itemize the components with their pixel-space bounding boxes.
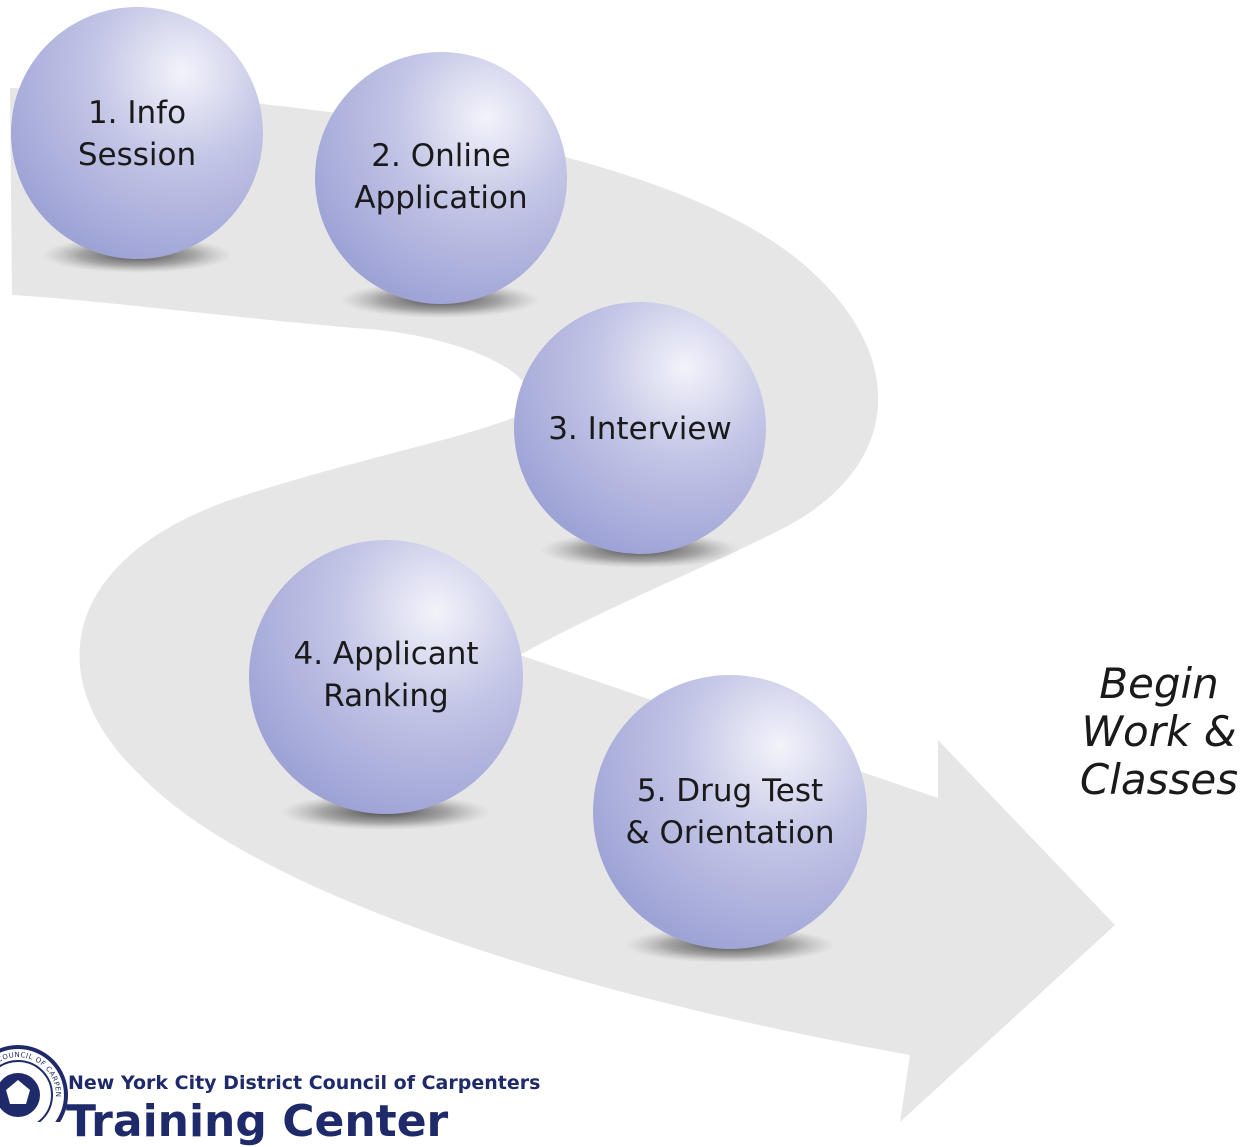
step-label-3: 3. Interview <box>548 411 732 447</box>
org-subtitle: Training Center <box>66 1096 449 1147</box>
step-ball-4 <box>249 540 523 814</box>
step-label-1: 1. Info Session <box>77 95 197 173</box>
step-label-5: 5. Drug Test & Orientation <box>625 773 835 851</box>
step-label-2: 2. Online Application <box>354 138 528 216</box>
step-ball-5 <box>593 675 867 949</box>
org-name: New York City District Council of Carpen… <box>68 1072 541 1094</box>
step-ball-1 <box>11 7 263 259</box>
step-ball-2 <box>315 52 567 304</box>
step-label-4: 4. Applicant Ranking <box>293 636 479 714</box>
step-ball-3 <box>514 302 766 554</box>
flow-diagram: DISTRICT COUNCIL OF CARPENTERS <box>0 0 1115 1122</box>
end-label: Begin Work & Classes <box>1079 659 1239 804</box>
